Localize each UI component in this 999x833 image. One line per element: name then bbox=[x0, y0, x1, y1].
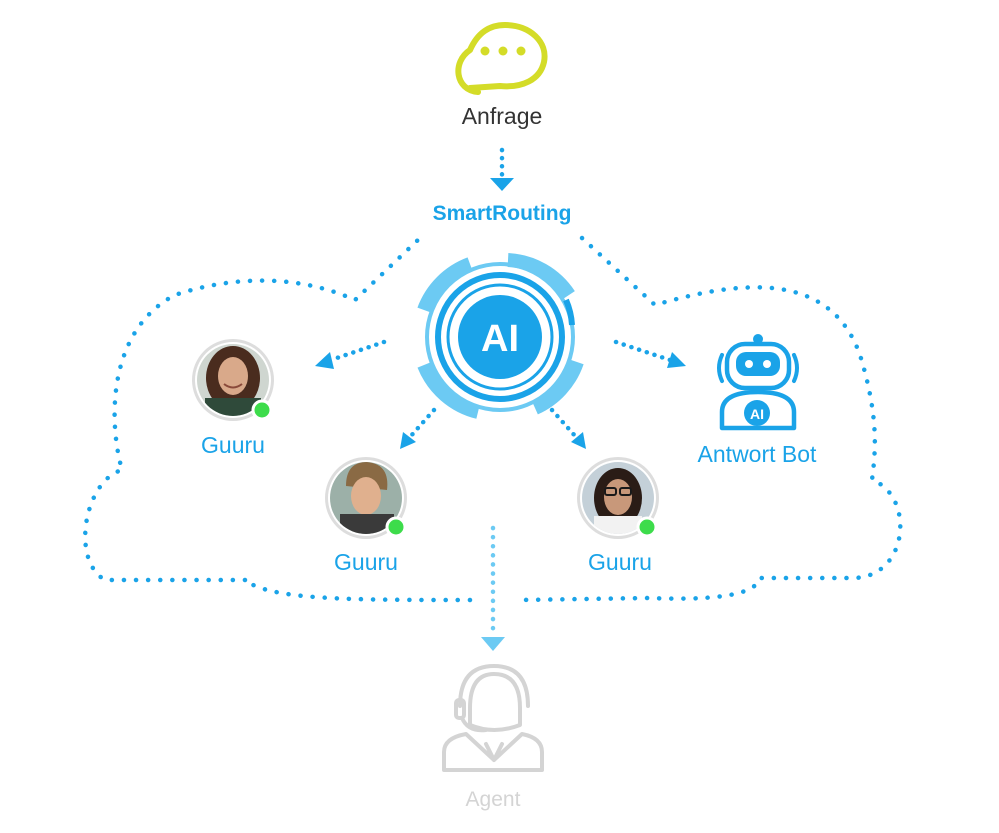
router-to-bot-arrow bbox=[613, 339, 686, 368]
young-man-avatar bbox=[325, 457, 407, 539]
cloud-outline bbox=[82, 235, 903, 603]
ai-hub-icon: AI bbox=[417, 253, 584, 419]
agent-label: Agent bbox=[465, 788, 521, 811]
woman-glasses-avatar bbox=[577, 457, 659, 539]
router-to-agent-arrow bbox=[481, 525, 505, 651]
robot-badge: AI bbox=[750, 406, 764, 422]
robot-icon: AI bbox=[717, 334, 799, 431]
router-to-guuru-right-arrow bbox=[549, 407, 586, 449]
router-to-guuru-center-arrow bbox=[400, 407, 437, 449]
antwort-bot-label: Antwort Bot bbox=[697, 441, 817, 467]
request-to-router-arrow bbox=[490, 147, 514, 191]
headset-agent-icon bbox=[442, 664, 544, 772]
guuru-right-label: Guuru bbox=[588, 549, 652, 575]
smartrouting-label: SmartRouting bbox=[432, 202, 572, 225]
guuru-center-label: Guuru bbox=[334, 549, 398, 575]
router-to-guuru-left-arrow bbox=[315, 339, 387, 369]
speech-bubble-icon bbox=[455, 22, 548, 95]
ai-hub-badge: AI bbox=[481, 318, 519, 360]
request-label: Anfrage bbox=[461, 103, 543, 129]
woman-curly-hair-avatar bbox=[192, 339, 274, 421]
guuru-left-label: Guuru bbox=[201, 432, 265, 458]
